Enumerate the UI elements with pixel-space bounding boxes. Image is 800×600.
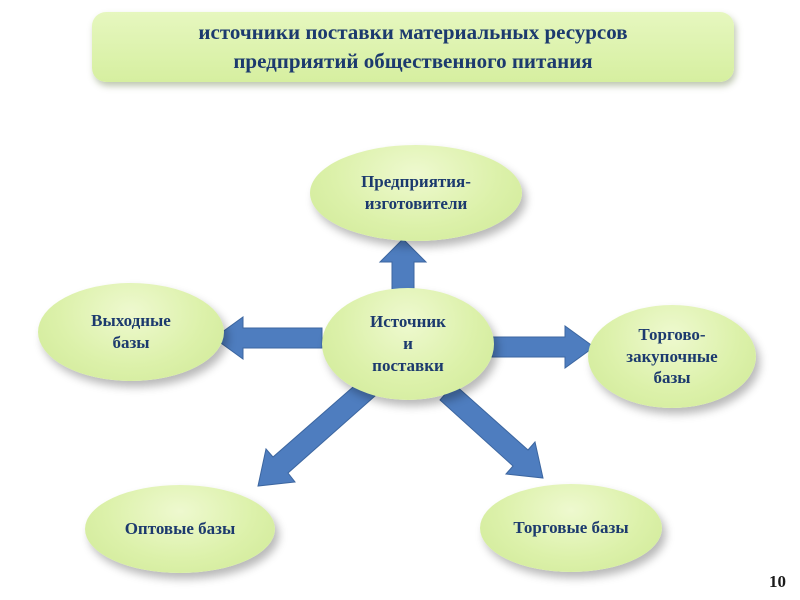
slide-title: источники поставки материальных ресурсов… — [198, 19, 628, 73]
node-vyhodnye-bazy: Выходные базы — [38, 283, 224, 381]
node-torgovye-bazy: Торговые базы — [480, 484, 662, 572]
arrow-down-right-icon — [439, 383, 544, 479]
node-manufacturers: Предприятия- изготовители — [310, 145, 522, 241]
node-label: Торгово- закупочные базы — [626, 324, 718, 388]
node-label: Предприятия- изготовители — [361, 172, 471, 213]
node-label: Выходные базы — [91, 311, 171, 352]
node-label: Торговые базы — [513, 518, 629, 538]
arrow-down-left-icon — [257, 379, 376, 487]
arrow-left-icon — [213, 316, 323, 360]
node-label: Источник и поставки — [370, 312, 446, 375]
node-supply-sources: Источник и поставки — [322, 288, 494, 400]
node-torgovo-zakupochnye: Торгово- закупочные базы — [588, 305, 756, 408]
page-number: 10 — [769, 572, 786, 591]
node-label: Оптовые базы — [124, 519, 236, 539]
arrow-right-icon — [491, 325, 595, 369]
node-optovye-bazy: Оптовые базы — [85, 485, 275, 573]
arrow-up-icon — [378, 238, 428, 293]
title-box: источники поставки материальных ресурсов… — [92, 12, 734, 82]
